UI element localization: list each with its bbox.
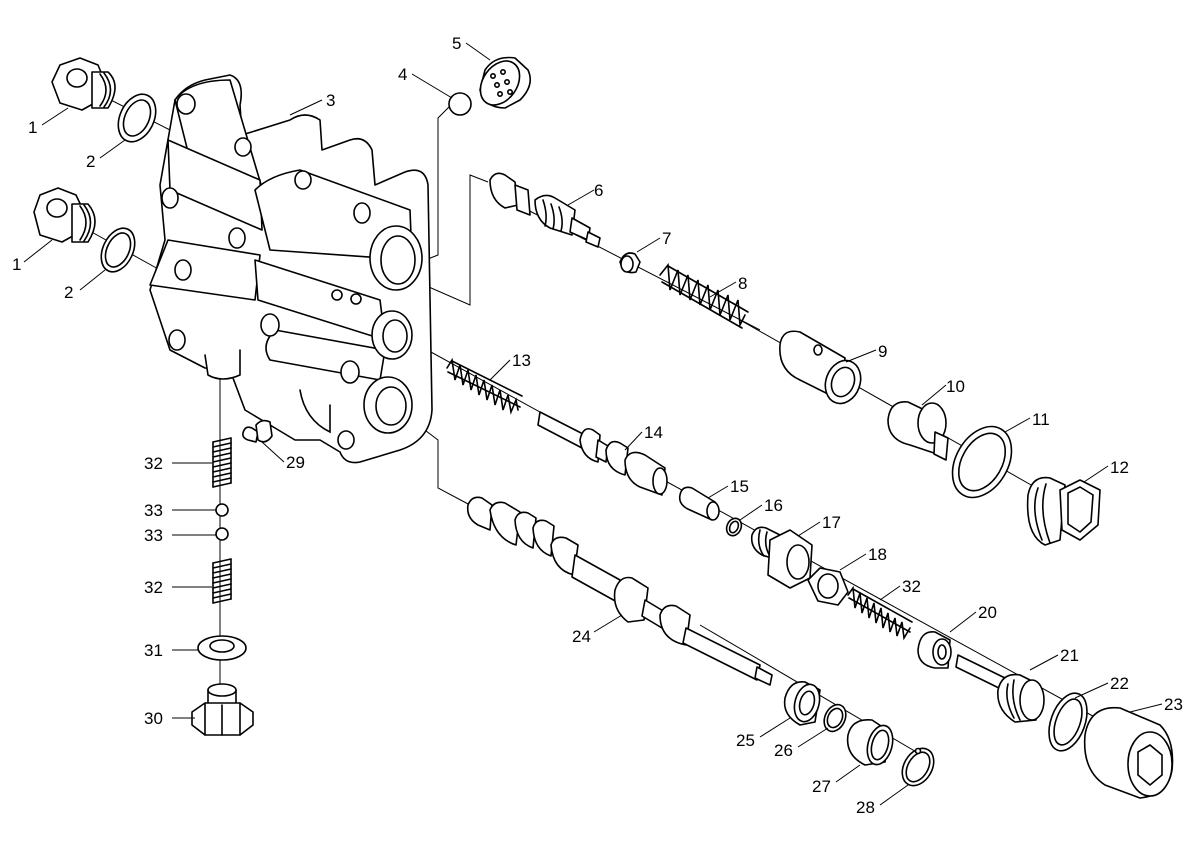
cup-20	[917, 631, 952, 669]
callout-22: 22	[1110, 674, 1129, 693]
spring-8	[659, 262, 749, 329]
callout-27: 27	[812, 777, 831, 796]
callout-21: 21	[1060, 646, 1079, 665]
callout-33: 33	[144, 526, 163, 545]
callout-20: 20	[978, 603, 997, 622]
callout-11: 11	[1032, 410, 1050, 429]
callout-29: 29	[286, 453, 305, 472]
plug-lower	[33, 187, 96, 243]
spring-32-vertical-upper	[212, 437, 232, 488]
callout-17: 17	[822, 513, 841, 532]
sleeve-27	[846, 718, 894, 766]
sleeve-9	[779, 330, 862, 405]
callout-3: 3	[326, 91, 335, 110]
cap-23	[1083, 706, 1174, 799]
check-ball-33-lower	[215, 527, 229, 541]
o-ring-11	[951, 425, 1013, 499]
callout-32: 32	[144, 578, 163, 597]
callout-9: 9	[878, 342, 887, 361]
spring-retainer-7	[619, 252, 641, 274]
callout-25: 25	[736, 731, 755, 750]
callout-4: 4	[398, 65, 407, 84]
callout-24: 24	[572, 627, 591, 646]
spring-32-upper	[847, 585, 913, 641]
callout-30: 30	[144, 709, 163, 728]
plug-30	[191, 683, 254, 736]
snap-ring-28	[901, 747, 935, 787]
valve-spool-14	[537, 411, 668, 496]
callout-15: 15	[730, 477, 749, 496]
callout-23: 23	[1164, 695, 1183, 714]
callout-32: 32	[902, 577, 921, 596]
o-ring-upper	[117, 93, 157, 143]
callout-1: 1	[28, 118, 37, 137]
callout-6: 6	[594, 181, 603, 200]
callout-18: 18	[868, 545, 887, 564]
callout-13: 13	[512, 351, 531, 370]
bushing-25	[783, 681, 821, 726]
leader-lines	[23, 42, 1163, 806]
nut-18	[807, 567, 849, 606]
o-ring-22	[1048, 692, 1088, 752]
callout-16: 16	[764, 496, 783, 515]
callout-2: 2	[86, 152, 95, 171]
fitting-17	[750, 526, 813, 589]
o-ring-26	[823, 703, 847, 733]
check-ball-33-upper	[215, 503, 229, 517]
plug-upper	[51, 57, 116, 111]
spring-13	[446, 357, 523, 415]
callout-10: 10	[946, 377, 965, 396]
callout-26: 26	[774, 741, 793, 760]
callout-labels: 1 1 2 2 3 4 5 6 7 8 9 10 11 12 13 14 15 …	[12, 34, 1183, 817]
breather-29	[242, 419, 273, 443]
valve-body-housing	[149, 74, 433, 464]
o-ring-16	[725, 517, 743, 537]
piston-10	[887, 401, 949, 461]
callout-33: 33	[144, 501, 163, 520]
spring-32-vertical-lower	[212, 558, 232, 604]
callout-32: 32	[144, 454, 163, 473]
filter-screen	[479, 56, 531, 109]
callout-2: 2	[64, 283, 73, 302]
callout-31: 31	[144, 641, 163, 660]
plug-12	[1026, 476, 1101, 546]
callout-8: 8	[738, 274, 747, 293]
callout-14: 14	[644, 423, 663, 442]
callout-12: 12	[1110, 458, 1129, 477]
callout-1: 1	[12, 255, 21, 274]
callout-7: 7	[662, 229, 671, 248]
washer-31	[197, 635, 247, 661]
valve-spool-24	[466, 496, 773, 686]
check-ball	[448, 92, 472, 116]
callout-28: 28	[856, 798, 875, 817]
plunger-21	[955, 654, 1045, 723]
o-ring-lower	[100, 227, 136, 273]
valve-spool-6	[489, 172, 601, 248]
callout-5: 5	[452, 34, 461, 53]
pin-15	[678, 486, 720, 521]
